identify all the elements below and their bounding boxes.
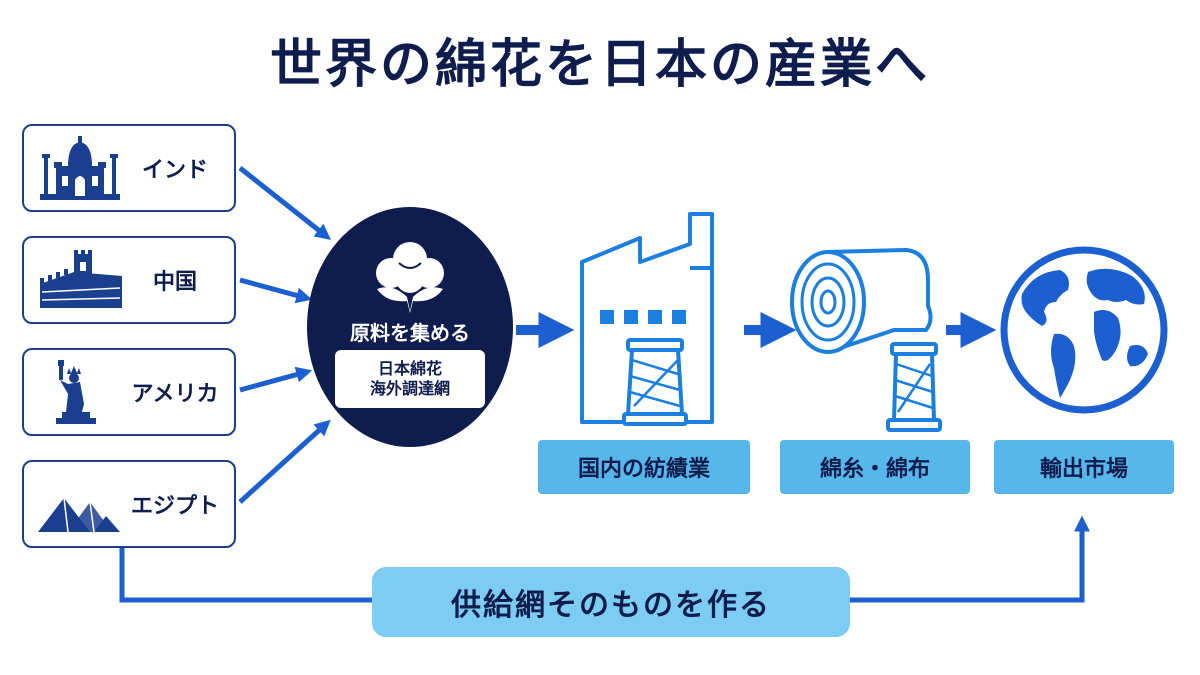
factory-spool-icon: [580, 212, 714, 426]
source-india: インド: [22, 124, 236, 212]
great-wall-icon: [40, 250, 122, 308]
pyramids-icon: [38, 497, 120, 533]
arrow-india-to-hub: [238, 166, 332, 240]
source-label: インド: [141, 158, 208, 183]
supply-chain-banner: 供給網そのものを作る: [372, 567, 850, 637]
source-label: アメリカ: [131, 382, 219, 407]
taj-mahal-icon: [40, 136, 120, 200]
hub-line-2: 海外調達網: [369, 379, 450, 398]
stage-export-market: 輸出市場: [994, 440, 1174, 494]
source-usa: アメリカ: [22, 348, 236, 436]
hub-subtitle-box: 日本綿花 海外調達網: [335, 350, 485, 408]
stage-yarn-fabric: 綿糸・綿布: [780, 440, 970, 494]
hub-circle: 原料を集める 日本綿花 海外調達網: [307, 207, 513, 447]
hub-line-1: 日本綿花: [377, 359, 442, 378]
source-china: 中国: [22, 236, 236, 324]
stage-spinning: 国内の紡績業: [538, 440, 750, 494]
fabric-roll-spool-icon: [790, 248, 942, 432]
arrow-china-to-hub: [239, 277, 313, 304]
connector-left: [119, 548, 372, 603]
arrow-usa-to-hub: [239, 366, 313, 393]
source-label: 中国: [152, 270, 197, 295]
source-label: エジプト: [130, 494, 219, 519]
statue-of-liberty-icon: [56, 360, 96, 424]
connector-right: [850, 515, 1091, 603]
arrow-egypt-to-hub: [238, 419, 331, 504]
cotton-boll-icon: [376, 242, 444, 313]
globe-icon: [1000, 246, 1168, 414]
hub-title: 原料を集める: [350, 321, 470, 345]
source-egypt: エジプト: [22, 460, 236, 548]
page-title: 世界の綿花を日本の産業へ: [269, 35, 930, 95]
